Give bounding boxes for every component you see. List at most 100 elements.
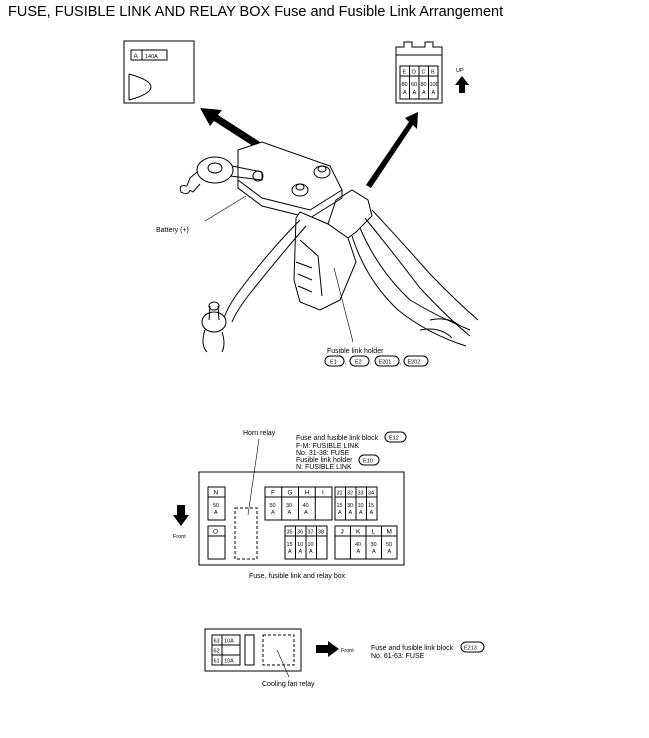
svg-text:A: A [372,549,376,555]
relay-box-legend: Fuse and fusible link block E12 F-M: FUS… [296,431,407,471]
svg-text:J: J [341,529,344,536]
inset-e-letter: E [403,70,407,76]
svg-text:E202: E202 [408,360,421,366]
svg-text:A: A [370,510,374,516]
cooling-fan-relay-slot [262,634,295,666]
inset-a-rating: 140A [145,54,158,60]
fusible-links-j-m: J K L M 40 30 50 A A A [334,525,398,560]
svg-text:32: 32 [347,491,353,497]
inset-e-rating: 80 [402,82,408,88]
fusible-link-o: O [207,525,226,560]
svg-text:A: A [271,510,275,516]
svg-text:A: A [288,549,292,555]
svg-text:A: A [338,510,342,516]
svg-text:50: 50 [213,503,219,509]
svg-text:50: 50 [270,503,276,509]
svg-text:33: 33 [358,491,364,497]
svg-text:30: 30 [371,542,377,548]
svg-text:G: G [288,490,293,497]
relay-box-outline [198,471,405,566]
svg-text:E2: E2 [355,360,362,366]
svg-text:E201: E201 [379,360,392,366]
front-down-arrow-icon [173,505,189,526]
svg-text:A: A [349,510,353,516]
holder-label: Fusible link holder [296,457,353,464]
relay-box-caption: Fuse, fusible link and relay box [249,573,346,580]
cooling-front-label: Front [341,648,354,654]
svg-text:15: 15 [287,542,293,548]
svg-text:34: 34 [368,491,374,497]
svg-text:A: A [214,510,218,516]
svg-text:F: F [271,490,275,497]
svg-text:A: A [309,549,313,555]
svg-text:15: 15 [368,503,374,509]
cooling-block-connector-outline [460,641,485,653]
arrow-to-right-inset-icon [366,112,418,188]
fusible-links-f-i: F G H I 50 30 40 A A A [264,486,333,521]
svg-text:A: A [304,510,308,516]
svg-text:31: 31 [337,491,343,497]
svg-text:K: K [356,529,361,536]
battery-label: Battery (+) [156,227,189,234]
inset-c-rating: 80 [421,82,427,88]
inset-b-rating: 100 [430,82,439,88]
cooling-block-connector: E213 [464,646,477,652]
connector-e201: E201 [374,355,400,367]
front-label: Front [173,534,186,540]
svg-text:62: 62 [214,649,220,655]
svg-text:37: 37 [308,530,314,536]
connector-e202: E202 [403,355,429,367]
svg-text:10A: 10A [224,639,234,645]
up-label: UP [456,68,464,74]
connector-e2: E2 [349,355,370,367]
svg-text:63: 63 [214,639,220,645]
svg-text:H: H [305,490,310,497]
block-label: Fuse and fusible link block [296,435,379,442]
inset-d-letter: D [412,70,416,76]
inset-c-letter: C [422,70,426,76]
svg-text:A: A [359,510,363,516]
holder-connector-e10: E10 [363,459,373,465]
connector-separator: , [370,360,372,366]
svg-text:N: N [214,490,219,497]
inset-b-letter: B [431,70,435,76]
horn-relay-leader [247,438,260,516]
svg-text:A: A [288,510,292,516]
svg-text:40: 40 [355,542,361,548]
fm-label: F-M: FUSIBLE LINK [296,443,359,450]
horn-relay-slot [234,507,258,560]
svg-text:10: 10 [308,542,314,548]
cooling-relay-leader [276,649,290,678]
svg-text:61: 61 [214,659,220,665]
cooling-fuse-range-label: No. 61-63: FUSE [371,653,425,660]
cooling-block-outline [204,628,302,672]
svg-text:A: A [357,549,361,555]
fuses-61-63: 63 10A 62 61 10A [211,634,241,666]
svg-text:15: 15 [337,503,343,509]
horn-relay-label: Horn relay [243,430,276,437]
front-right-arrow-icon [316,641,339,657]
right-fusible-link-inset: E D C B 80 60 80 100 A A A A [395,41,443,104]
cooling-block-fusible-link [244,634,255,666]
fuses-35-38: 35 36 37 38 15 10 10 A A A [284,525,328,560]
inset-e-unit: A [403,90,407,96]
fuse-range-label: No. 31-38: FUSE [296,450,350,457]
fusible-link-holder-label: Fusible link holder [327,348,384,355]
svg-text:50: 50 [386,542,392,548]
left-fusible-link-inset: A 140A [123,40,195,104]
svg-text:I: I [322,490,324,497]
up-arrow-icon: UP [455,68,469,93]
arrow-to-left-inset-icon [200,108,260,148]
cooling-block-label: Fuse and fusible link block [371,645,454,652]
svg-text:10: 10 [358,503,364,509]
svg-text:30: 30 [286,503,292,509]
battery-illustration [179,141,479,353]
svg-text:10: 10 [297,542,303,548]
svg-text:10A: 10A [224,659,234,665]
svg-text:36: 36 [297,530,303,536]
n-label: N: FUSIBLE LINK [296,464,352,471]
svg-text:A: A [388,549,392,555]
svg-text:40: 40 [303,503,309,509]
